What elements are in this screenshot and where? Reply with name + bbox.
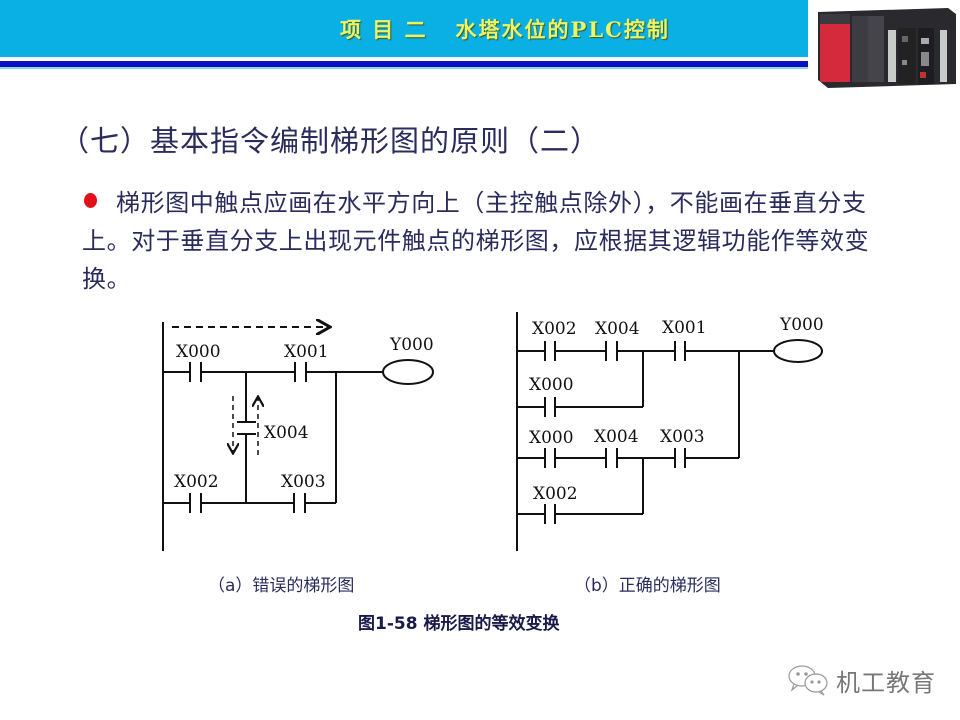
bullet-text: 梯形图中触点应画在水平方向上（主控触点除外），不能画在垂直分支上。对于垂直分支上… [82, 189, 870, 293]
label-a-x002: X002 [174, 472, 219, 492]
plc-hardware-image [808, 0, 960, 96]
coil-y000-b-icon [773, 339, 823, 363]
label-b-r1c3: X001 [662, 318, 707, 338]
label-b-r3c1: X000 [529, 428, 574, 448]
label-a-x001: X001 [284, 342, 329, 362]
slide-title: （七）基本指令编制梯形图的原则（二） [60, 124, 601, 158]
ladder-diagram-b [516, 312, 823, 551]
watermark-text: 机工教育 [836, 668, 936, 697]
wechat-icon [788, 665, 828, 696]
label-b-r2c1: X000 [529, 375, 574, 395]
label-b-r4c1: X002 [533, 484, 578, 504]
label-a-x003: X003 [281, 472, 326, 492]
ladder-diagram-a [162, 322, 434, 551]
label-b-coil: Y000 [779, 315, 824, 335]
figure-title: 图1-58 梯形图的等效变换 [358, 614, 560, 634]
header-band [0, 0, 808, 57]
header-rule-accent [0, 67, 808, 69]
label-b-r3c3: X003 [660, 427, 705, 447]
label-b-r1c2: X004 [595, 319, 640, 339]
label-b-r3c2: X004 [594, 427, 639, 447]
label-b-r1c1: X002 [532, 319, 577, 339]
header-title: 项 目 二 水塔水位的PLC控制 [340, 17, 670, 42]
header-rule [0, 61, 808, 67]
watermark: 机工教育 [786, 662, 936, 698]
bullet-icon [84, 193, 97, 208]
coil-y000-icon [382, 359, 434, 385]
label-a-x004: X004 [264, 423, 309, 443]
label-a-y000: Y000 [389, 335, 434, 355]
caption-diagram-a: （a）错误的梯形图 [208, 576, 355, 596]
caption-diagram-b: （b）正确的梯形图 [574, 576, 721, 596]
label-a-x000: X000 [176, 342, 221, 362]
